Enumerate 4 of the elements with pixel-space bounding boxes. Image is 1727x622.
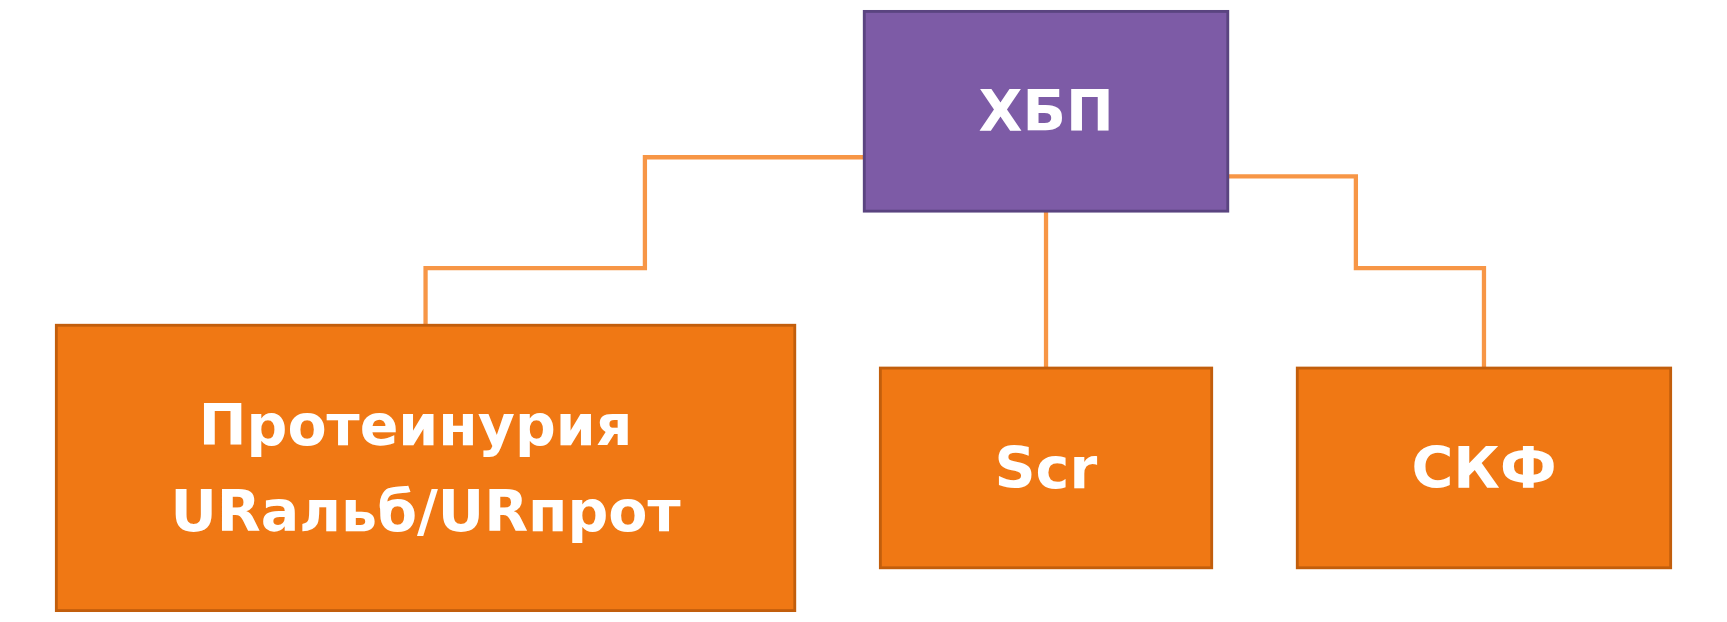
node-box: СКФ [1295, 366, 1673, 570]
node-box: ХБП [862, 10, 1230, 213]
node-box: Scr [878, 366, 1214, 570]
node-box: Протеинурия URальб/URпрот [54, 323, 797, 612]
